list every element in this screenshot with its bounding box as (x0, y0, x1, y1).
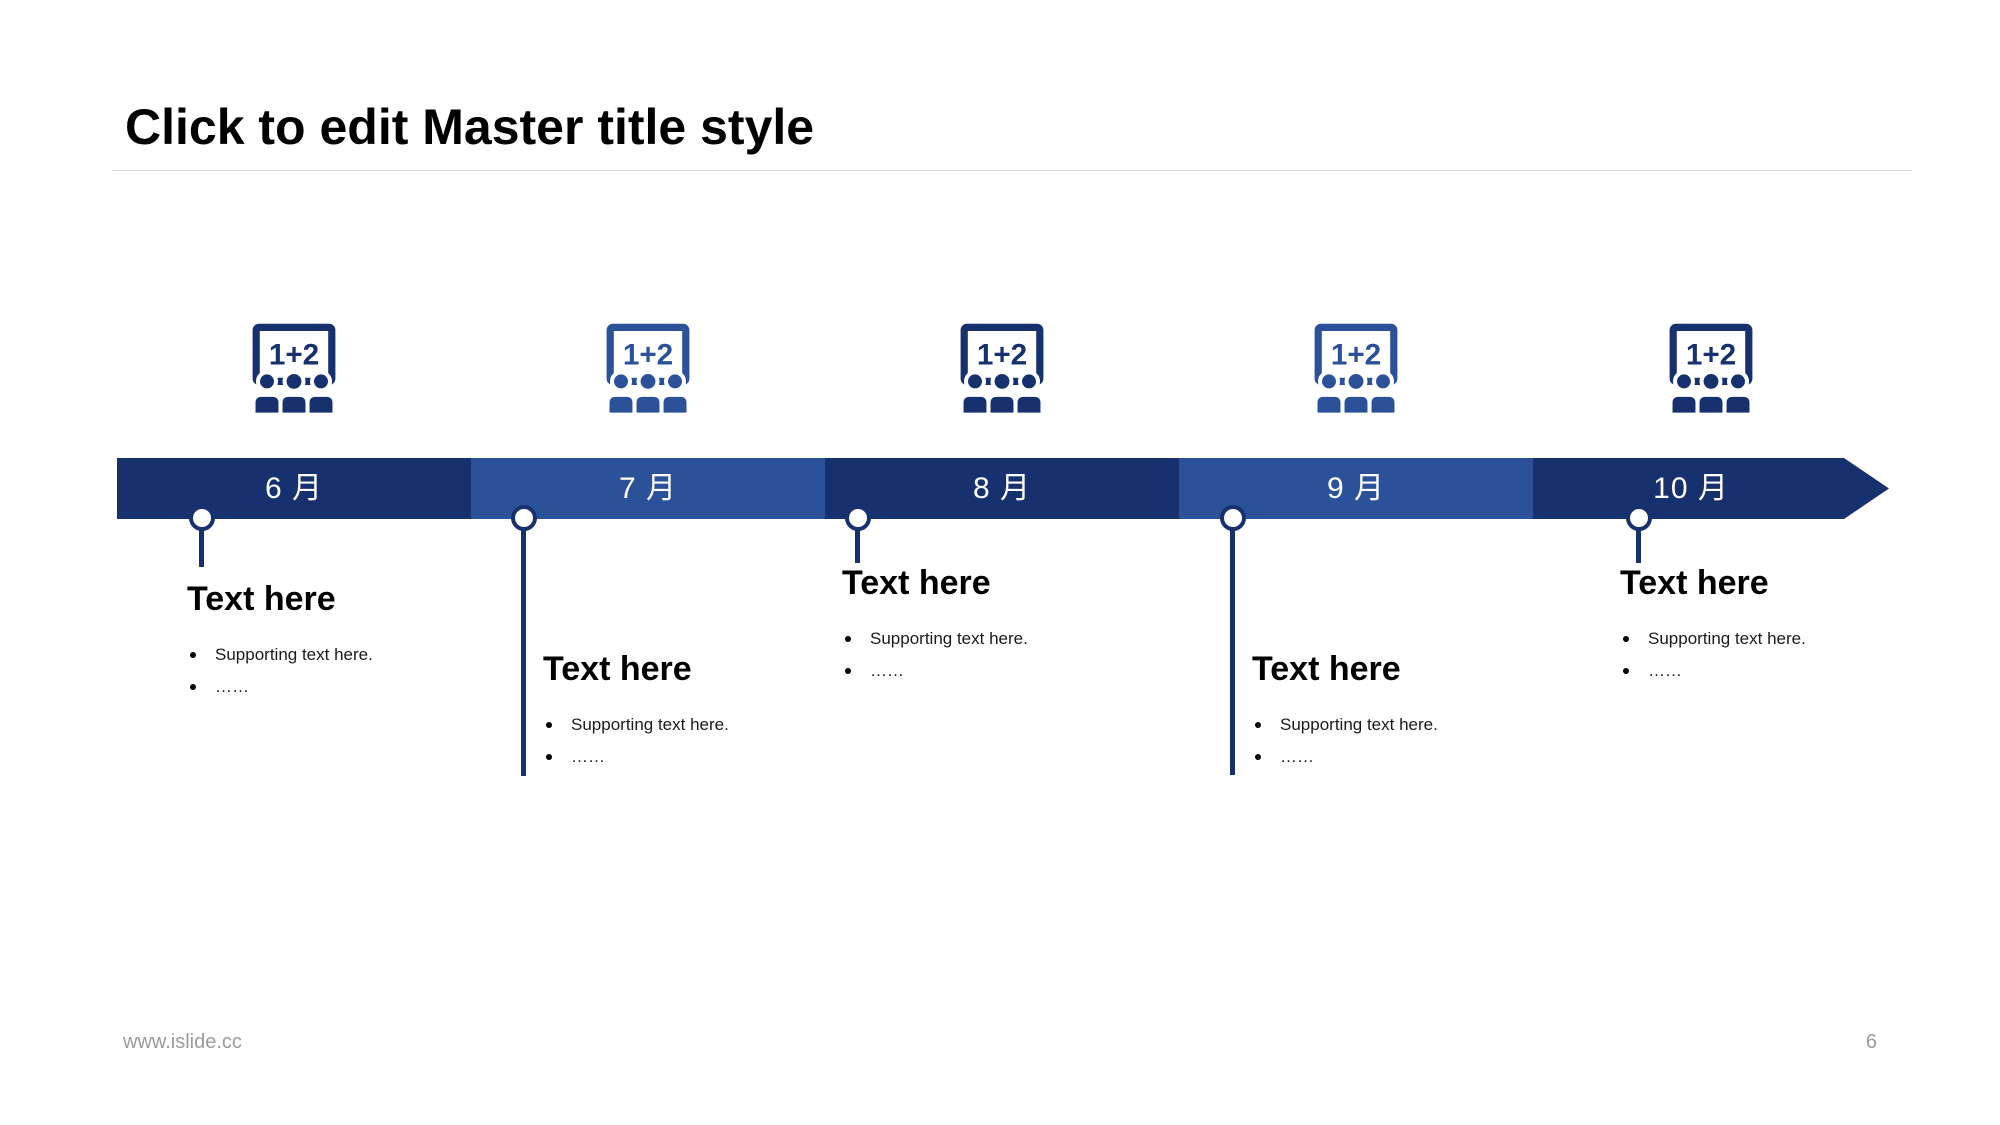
callout-title: Text here (1620, 564, 1769, 602)
page-title: Click to edit Master title style (125, 99, 815, 155)
title-divider (112, 170, 1912, 171)
callout-bullets: Supporting text here. …… (1252, 709, 1582, 773)
bullet-item: Supporting text here. (1620, 623, 1950, 655)
callout-title: Text here (1252, 650, 1401, 688)
month-label: 10 月 (1653, 472, 1729, 505)
callout-title: Text here (187, 580, 336, 618)
timeline-segment-oct: 10 月 (1533, 458, 1889, 519)
classroom-icon: 1+2 (603, 321, 693, 417)
classroom-icon: 1+2 (249, 321, 339, 417)
connector-line (521, 517, 526, 776)
timeline-marker-dot (1626, 505, 1652, 531)
month-label: 6 月 (264, 472, 324, 505)
icon-board-text: 1+2 (623, 338, 673, 371)
bullet-item: …… (187, 671, 517, 703)
timeline-segment-jun: 6 月 (117, 458, 471, 519)
callout-title: Text here (543, 650, 692, 688)
icon-board-text: 1+2 (1686, 338, 1736, 371)
icon-board-text: 1+2 (269, 338, 319, 371)
classroom-icon: 1+2 (957, 321, 1047, 417)
callout-bullets: Supporting text here. …… (842, 623, 1172, 687)
bullet-item: …… (1620, 655, 1950, 687)
callout-jul: Text here Supporting text here. …… (543, 649, 873, 773)
connector-line (1636, 517, 1641, 563)
bullet-item: Supporting text here. (543, 709, 873, 741)
timeline-segment-aug: 8 月 (825, 458, 1179, 519)
bullet-item: Supporting text here. (1252, 709, 1582, 741)
timeline-marker-dot (845, 505, 871, 531)
bullet-item: Supporting text here. (187, 639, 517, 671)
callout-oct: Text here Supporting text here. …… (1620, 563, 1950, 687)
callout-title: Text here (842, 564, 991, 602)
footer-website: www.islide.cc (123, 1031, 242, 1053)
callout-bullets: Supporting text here. …… (543, 709, 873, 773)
icon-board-text: 1+2 (1331, 338, 1381, 371)
callout-bullets: Supporting text here. …… (187, 639, 517, 703)
icon-board-text: 1+2 (977, 338, 1027, 371)
month-label: 7 月 (618, 472, 678, 505)
footer-page-number: 6 (1865, 1031, 1877, 1053)
callout-bullets: Supporting text here. …… (1620, 623, 1950, 687)
month-label: 8 月 (972, 472, 1032, 505)
bullet-item: …… (842, 655, 1172, 687)
connector-line (199, 517, 204, 567)
callout-jun: Text here Supporting text here. …… (187, 579, 517, 703)
connector-line (1230, 517, 1235, 775)
classroom-icon: 1+2 (1666, 321, 1756, 417)
timeline-marker-dot (1220, 505, 1246, 531)
callout-aug: Text here Supporting text here. …… (842, 563, 1172, 687)
month-label: 9 月 (1326, 472, 1386, 505)
connector-line (855, 517, 860, 563)
bullet-item: …… (543, 741, 873, 773)
callout-sep: Text here Supporting text here. …… (1252, 649, 1582, 773)
bullet-item: Supporting text here. (842, 623, 1172, 655)
bullet-item: …… (1252, 741, 1582, 773)
timeline-marker-dot (511, 505, 537, 531)
timeline-marker-dot (189, 505, 215, 531)
timeline-segment-jul: 7 月 (471, 458, 825, 519)
classroom-icon: 1+2 (1311, 321, 1401, 417)
